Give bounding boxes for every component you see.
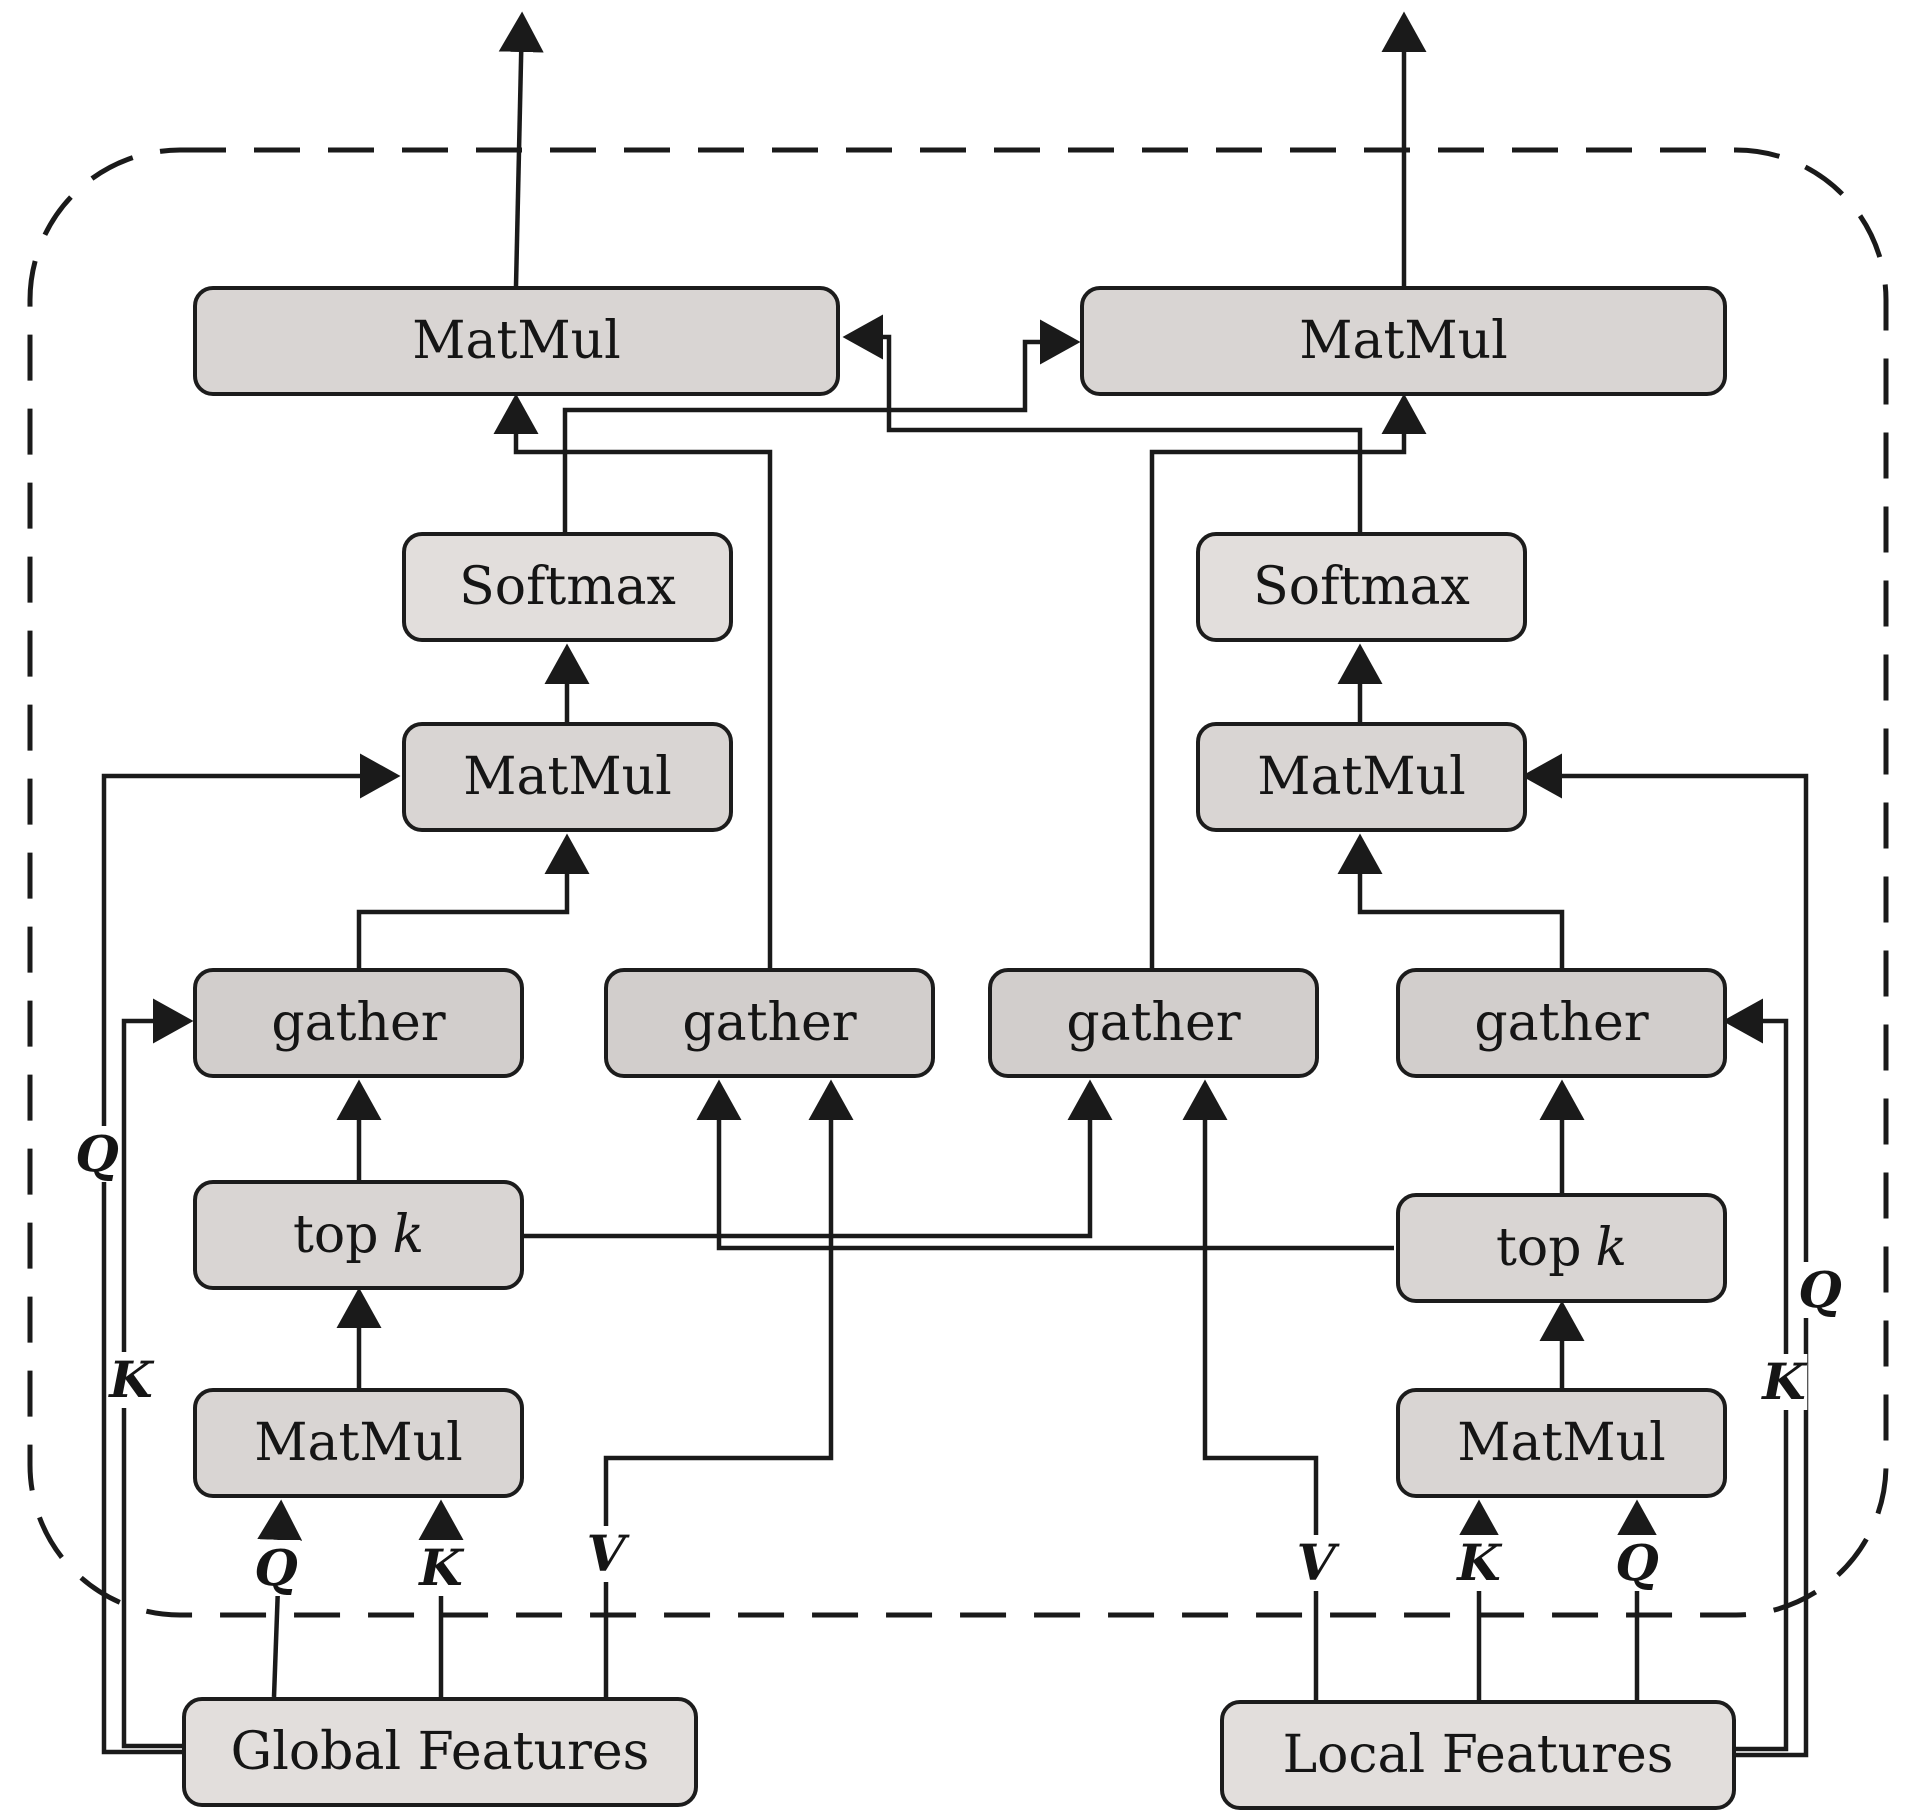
gather-1-label: gather	[271, 993, 446, 1053]
matmul-input-right: MatMul	[1396, 1388, 1727, 1498]
global-q-to-matmul	[257, 1499, 303, 1698]
label-q-local-side: Q	[1796, 1260, 1844, 1319]
label-k-local-side: K	[1760, 1352, 1808, 1411]
gather-2-label: gather	[682, 993, 857, 1053]
label-v-global: V	[584, 1524, 628, 1583]
gather3-to-matmul-right	[1149, 393, 1427, 968]
topk-left-k: k	[392, 1205, 424, 1265]
label-k-global-side: K	[107, 1350, 155, 1409]
gather-4: gather	[1396, 968, 1727, 1078]
topk-right-label: top	[1495, 1218, 1582, 1278]
topk-right-k: k	[1595, 1218, 1627, 1278]
softmax-left-label: Softmax	[459, 557, 676, 617]
gather2-to-matmul-left	[493, 393, 773, 968]
matmul-input-left-label: MatMul	[254, 1413, 463, 1473]
gather-3: gather	[988, 968, 1319, 1078]
softmax-right-label: Softmax	[1253, 557, 1470, 617]
topk-right-to-gather2	[696, 1079, 1394, 1251]
softmax-right-to-matmul-left	[842, 314, 1363, 532]
gather-2: gather	[604, 968, 935, 1078]
local-features-label: Local Features	[1282, 1725, 1674, 1785]
matmul-mid-left: MatMul	[402, 722, 733, 832]
matmul-output-left: MatMul	[193, 286, 840, 396]
local-features-box: Local Features	[1220, 1700, 1736, 1810]
global-features-label: Global Features	[230, 1722, 650, 1782]
label-k-global-input: K	[417, 1538, 465, 1597]
topk-right: top k	[1396, 1193, 1727, 1303]
gather-3-label: gather	[1066, 993, 1241, 1053]
gather1-to-matmul-mid-left	[356, 833, 590, 968]
label-q-global-input: Q	[252, 1538, 300, 1597]
global-q-to-matmul-mid-left	[101, 753, 401, 1755]
label-v-local: V	[1294, 1533, 1338, 1592]
topk-left-to-gather3	[523, 1079, 1113, 1239]
topk-left: top k	[193, 1180, 524, 1290]
label-q-local-input: Q	[1613, 1533, 1661, 1592]
output-arrow-left	[498, 11, 544, 287]
matmul-input-left: MatMul	[193, 1388, 524, 1498]
gather-4-label: gather	[1474, 993, 1649, 1053]
gather4-to-matmul-mid-right	[1337, 833, 1565, 968]
softmax-left: Softmax	[402, 532, 733, 642]
label-k-local-input: K	[1455, 1533, 1503, 1592]
matmul-output-left-label: MatMul	[412, 311, 621, 371]
module-boundary	[27, 147, 1889, 1618]
local-v-to-gather3	[1182, 1079, 1319, 1700]
matmul-output-right: MatMul	[1080, 286, 1727, 396]
label-q-global-side: Q	[73, 1124, 121, 1183]
topk-left-label: top	[292, 1205, 379, 1265]
matmul-input-right-label: MatMul	[1457, 1413, 1666, 1473]
matmul-mid-left-label: MatMul	[463, 747, 672, 807]
matmul-output-right-label: MatMul	[1299, 311, 1508, 371]
gather-1: gather	[193, 968, 524, 1078]
matmul-mid-right-label: MatMul	[1257, 747, 1466, 807]
matmul-mid-right: MatMul	[1196, 722, 1527, 832]
softmax-right: Softmax	[1196, 532, 1527, 642]
global-features-box: Global Features	[182, 1697, 698, 1807]
